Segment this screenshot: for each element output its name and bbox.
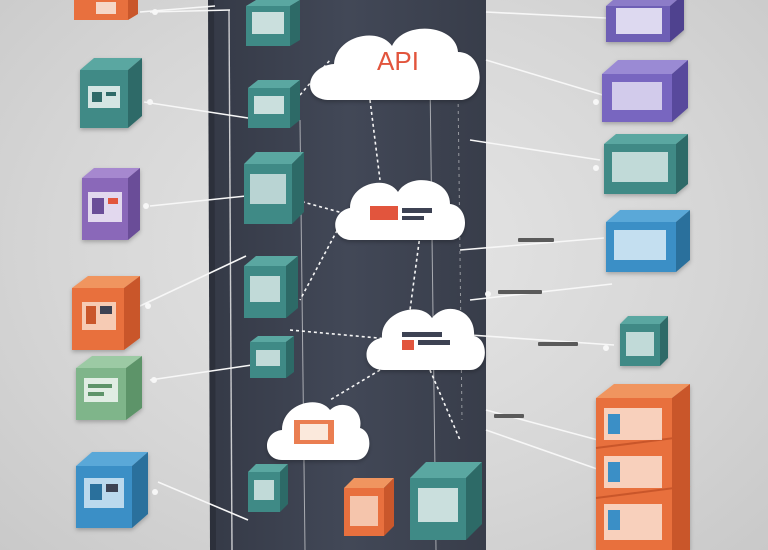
- cloud-3: [366, 308, 485, 370]
- cube-teal-inner-3: [244, 152, 304, 224]
- cube-teal-inner-2: [248, 80, 300, 128]
- connector-lines: [139, 5, 615, 521]
- cloud-2: [335, 180, 465, 240]
- cube-orange-right-stack: [595, 384, 691, 550]
- cube-teal-inner-1: [246, 0, 300, 46]
- cube-teal-right: [604, 134, 688, 194]
- cube-teal-inner-6: [248, 464, 288, 512]
- cube-blue-left: [76, 452, 148, 528]
- cube-purple-right-top: [606, 0, 684, 42]
- central-tower: [208, 0, 486, 550]
- cube-orange-inner-bottom: [344, 478, 394, 536]
- cube-purple-left: [82, 168, 140, 240]
- cube-orange-left: [72, 276, 140, 350]
- cube-teal-inner-4: [244, 256, 298, 318]
- cube-teal-left-1: [80, 58, 142, 128]
- cube-orange-top-left: [74, 0, 138, 20]
- cube-teal-right-small: [620, 316, 668, 366]
- cube-teal-inner-5: [250, 336, 294, 378]
- connector-label-marks: [494, 238, 578, 418]
- cube-purple-right: [602, 60, 688, 122]
- cloud-4: [267, 402, 370, 460]
- cube-green-left: [76, 356, 142, 420]
- cube-teal-inner-bottom: [410, 462, 482, 540]
- connector-nodes: [143, 9, 609, 495]
- cube-blue-right: [606, 210, 690, 272]
- cloud-api-label: API: [377, 46, 419, 76]
- cloud-api: [310, 28, 480, 100]
